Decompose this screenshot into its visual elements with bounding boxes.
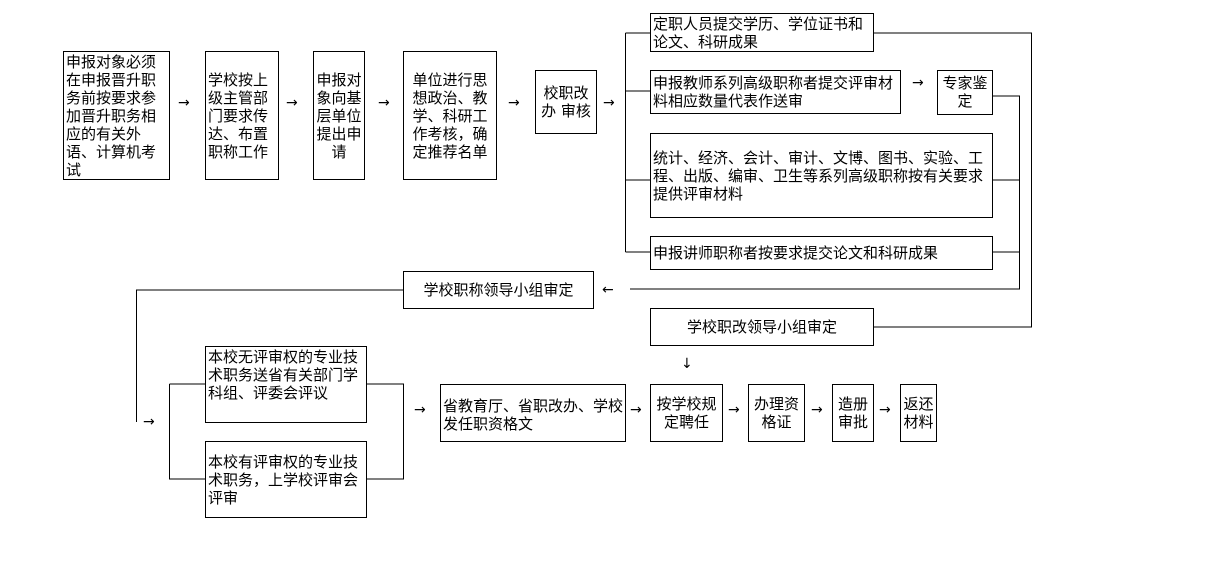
reform-leading-group-review: 学校职改领导小组审定: [650, 308, 874, 346]
arrow-right-icon: →: [414, 402, 426, 418]
return-materials: 返还材料: [900, 384, 937, 442]
right-bracket: [366, 383, 404, 480]
province-qualification-document: 省教育厅、省职改办、学校发任职资格文: [440, 384, 626, 442]
title-leading-group-review: 学校职称领导小组审定: [403, 271, 594, 309]
expert-out-line: [630, 95, 1020, 290]
school-appointment: 按学校规定聘任: [650, 384, 723, 442]
step-exam-requirement: 申报对象必须在申报晋升职务前按要求参加晋升职务相应的有关外语、计算机考试: [63, 51, 170, 180]
branch-teacher-senior: 申报教师系列高级职称者提交评审材料相应数量代表作送审: [650, 70, 901, 114]
title-group-out-line: [136, 289, 403, 422]
arrow-right-icon: →: [630, 402, 642, 418]
arrow-right-icon: →: [728, 402, 740, 418]
arrow-right-icon: →: [378, 95, 390, 111]
branch-other-series: 统计、经济、会计、审计、文博、图书、实验、工程、出版、编审、卫生等系列高级职称按…: [650, 133, 993, 218]
arrow-right-icon: →: [143, 414, 155, 430]
qualification-certificate: 办理资格证: [748, 384, 805, 442]
expert-appraisal: 专家鉴定: [937, 70, 993, 115]
arrow-right-icon: →: [912, 75, 924, 91]
step-apply-unit: 申报对象向基层单位提出申请: [313, 51, 365, 180]
arrow-right-icon: →: [286, 95, 298, 111]
step-school-notice: 学校按上级主管部门要求传达、布置职称工作: [205, 51, 279, 180]
arrow-right-icon: →: [603, 95, 615, 111]
branch-lecturer: 申报讲师职称者按要求提交论文和科研成果: [650, 236, 993, 270]
step-office-review: 校职改办 审核: [535, 70, 597, 134]
arrow-right-icon: →: [178, 95, 190, 111]
arrow-right-icon: →: [879, 402, 891, 418]
arrow-right-icon: →: [811, 402, 823, 418]
arrow-down-icon: ↓: [681, 356, 693, 372]
no-authority-review: 本校无评审权的专业技术职务送省有关部门学科组、评委会评议: [205, 346, 367, 423]
b1-out-line: [873, 32, 1032, 328]
left-bracket: [169, 384, 206, 480]
step-unit-assessment: 单位进行思想政治、教学、科研工作考核，确定推荐名单: [403, 51, 497, 180]
register-approval: 造册审批: [832, 384, 874, 442]
arrow-left-icon: ←: [602, 282, 614, 298]
arrow-right-icon: →: [508, 95, 520, 111]
has-authority-review: 本校有评审权的专业技术职务，上学校评审会评审: [205, 441, 367, 518]
branch-submit-credentials: 定职人员提交学历、学位证书和论文、科研成果: [650, 13, 874, 52]
